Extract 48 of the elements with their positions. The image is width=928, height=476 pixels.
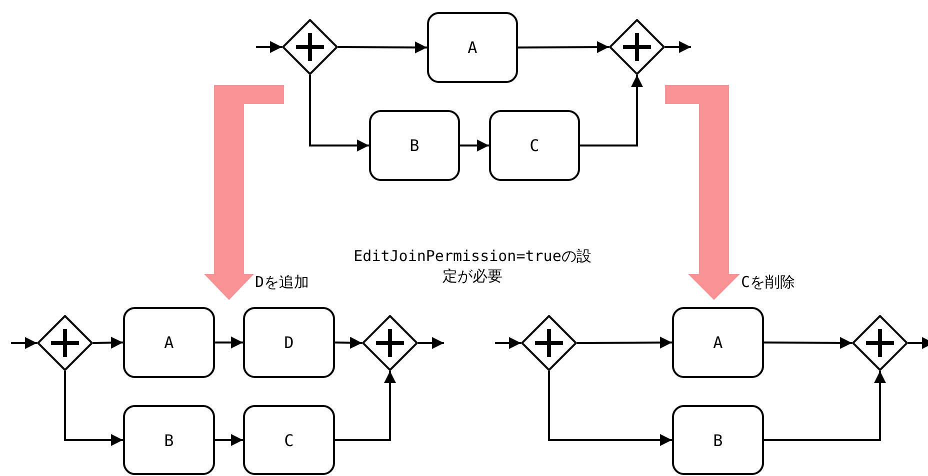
parallel-gateway (852, 315, 908, 371)
arrow (577, 336, 672, 349)
task-box (369, 110, 460, 181)
arrow (460, 140, 489, 152)
note: EditJoinPermission=trueの設定が必要 (352, 246, 592, 286)
arrow (665, 41, 691, 53)
task-label: B (410, 136, 420, 155)
task-label: A (164, 333, 174, 352)
task-box (672, 405, 764, 475)
task-box (123, 405, 215, 475)
arrow (518, 41, 609, 54)
parallel-gateway (609, 19, 665, 75)
task-label: C (530, 136, 540, 155)
parallel-gateway (362, 315, 418, 371)
arrow (309, 75, 369, 152)
arrow (215, 336, 243, 348)
arrow (764, 371, 886, 441)
change-label: Dを追加 (255, 272, 310, 292)
arrow (92, 336, 124, 349)
arrow (548, 371, 672, 446)
arrow (11, 337, 37, 349)
arrow (580, 75, 643, 146)
arrow (495, 337, 521, 349)
parallel-gateway (37, 315, 93, 371)
arrow (334, 336, 362, 349)
task-box (672, 307, 764, 378)
change-label: Cを削除 (741, 272, 796, 292)
task-box (489, 110, 580, 181)
task-box (243, 405, 335, 475)
task-label: C (284, 430, 294, 450)
task-box (427, 12, 518, 83)
arrow (764, 336, 852, 349)
task-box (123, 307, 215, 378)
task-label: A (713, 333, 723, 352)
parallel-gateway (282, 19, 338, 75)
parallel-gateway (521, 315, 577, 371)
task-label: B (713, 430, 723, 450)
arrow (908, 337, 928, 349)
arrow (256, 41, 282, 53)
arrow (335, 371, 396, 441)
task-box (243, 307, 335, 378)
task-label: D (284, 333, 294, 352)
arrow (418, 337, 444, 349)
arrow (338, 41, 427, 54)
task-label: A (468, 38, 478, 57)
arrow (215, 434, 243, 446)
task-label: B (164, 430, 174, 450)
arrow (64, 371, 123, 446)
